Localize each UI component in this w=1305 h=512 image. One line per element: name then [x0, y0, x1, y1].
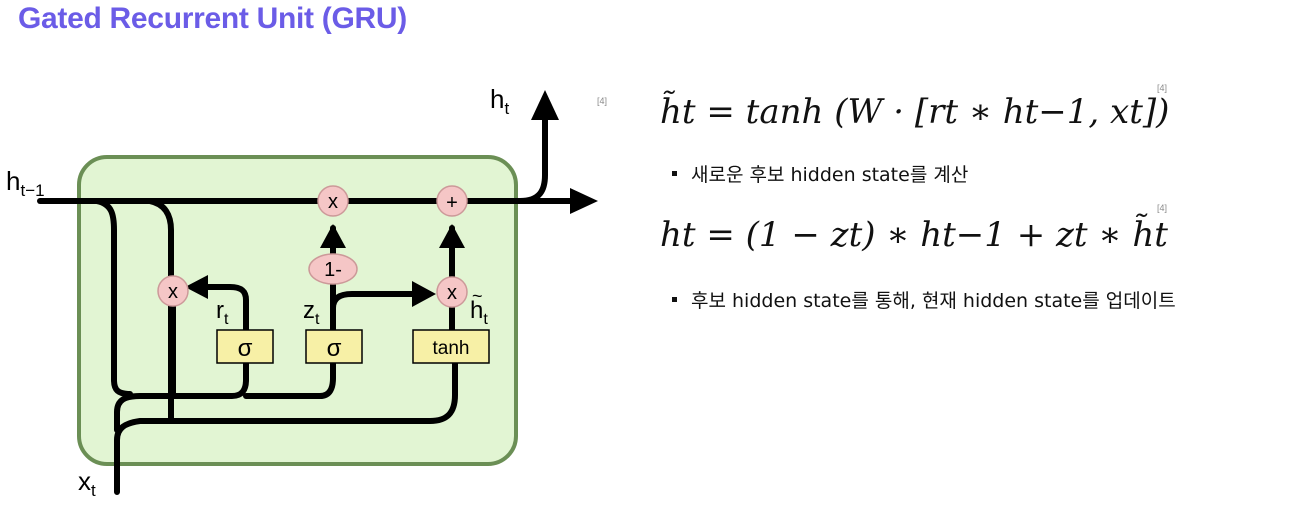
arrow-update-right	[412, 281, 436, 307]
equation-update-text: ht = (1 − zt) ∗ ht−1 + zt ∗ h̃t	[660, 215, 1168, 255]
hprev-second-branch	[147, 198, 174, 424]
reset-gate-output	[197, 284, 249, 333]
bullet-update-text: 후보 hidden state를 통해, 현재 hidden state를 업데…	[691, 290, 1176, 312]
bullet-candidate: 새로운 후보 hidden state를 계산	[672, 160, 968, 187]
op-mult-reset-label: x	[168, 281, 178, 303]
label-h-prev: ht−1	[6, 166, 45, 200]
op-mult-top-label: x	[328, 191, 338, 213]
label-h-tilde-mark: ~	[472, 286, 483, 306]
bullet-square	[672, 297, 677, 302]
op-mult-top	[317, 185, 349, 217]
citation-eq2: [4]	[1157, 203, 1168, 213]
bullet-candidate-text: 새로운 후보 hidden state를 계산	[691, 164, 969, 186]
arrow-out-right	[570, 188, 598, 214]
arrow-candidate-up	[439, 224, 465, 248]
label-h-tilde: ht	[470, 297, 488, 328]
label-z: zt	[303, 297, 320, 328]
tanh-gate-box	[412, 329, 490, 364]
label-h-out: ht	[490, 84, 509, 118]
gru-cell-box	[77, 155, 518, 466]
op-one-minus-label: 1-	[324, 259, 342, 281]
op-mult-candidate-label: x	[447, 282, 457, 304]
op-plus-top	[436, 185, 468, 217]
update-gate-label: σ	[327, 335, 342, 362]
equation-candidate: h̃t = tanh (W · [rt ∗ ht−1, xt])	[660, 92, 1169, 132]
tanh-gate-label: tanh	[433, 338, 470, 359]
gru-diagram: x + x x 1- σ σ tanh ht−1 ht xt rt zt ht …	[6, 84, 598, 500]
bullet-update: 후보 hidden state를 통해, 현재 hidden state를 업데…	[672, 286, 1176, 313]
reset-gate-box	[216, 329, 274, 364]
output-branch	[517, 117, 548, 204]
citation-diagram: [4]	[597, 96, 608, 106]
op-plus-top-label: +	[446, 192, 458, 214]
x-input-line	[114, 359, 458, 495]
hprev-left-branch	[94, 198, 133, 397]
citation-eq1: [4]	[1157, 83, 1168, 93]
op-one-minus	[308, 253, 358, 285]
op-mult-candidate	[436, 276, 468, 308]
x-to-update-line	[243, 359, 336, 399]
equation-update: ht = (1 − zt) ∗ ht−1 + zt ∗ h̃t	[660, 215, 1168, 255]
arrow-out-up	[531, 90, 559, 120]
page-title: Gated Recurrent Unit (GRU)	[18, 2, 407, 35]
label-x-in: xt	[78, 466, 96, 500]
label-r: rt	[216, 297, 229, 328]
arrow-one-minus-up	[320, 224, 346, 248]
arrow-reset-left	[185, 275, 208, 299]
bullet-square	[672, 171, 677, 176]
x-to-reset-line	[114, 359, 249, 433]
op-mult-reset	[157, 275, 189, 307]
update-gate-box	[305, 329, 363, 364]
update-to-candidate-mult	[330, 291, 423, 311]
equation-candidate-text: h̃t = tanh (W · [rt ∗ ht−1, xt])	[660, 92, 1170, 132]
reset-gate-label: σ	[238, 335, 253, 362]
